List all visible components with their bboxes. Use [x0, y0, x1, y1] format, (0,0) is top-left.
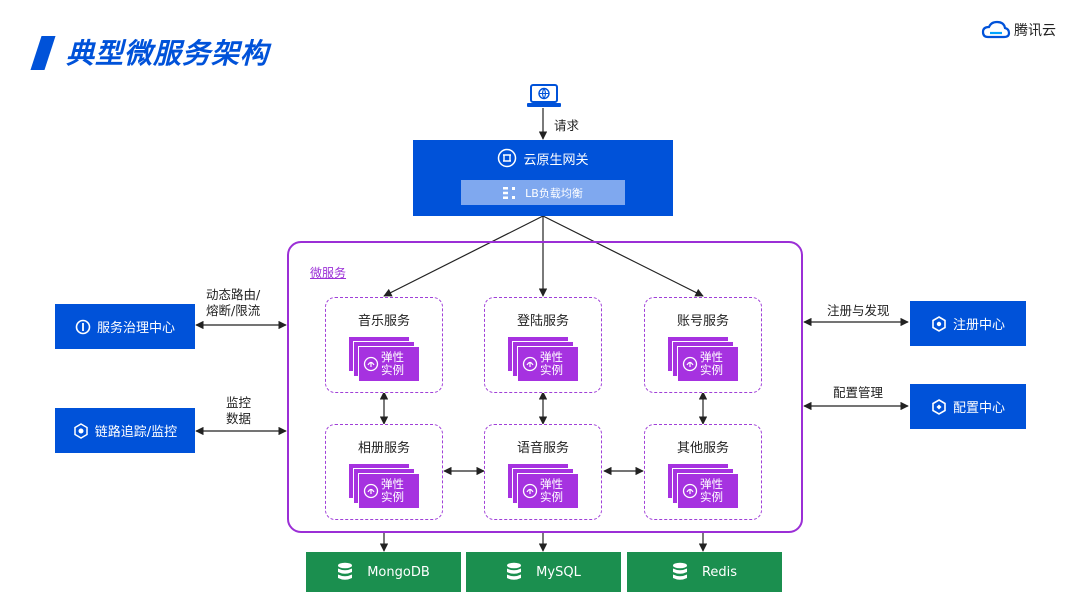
- instance-icon: [363, 356, 379, 372]
- database-icon: [338, 562, 353, 580]
- registry-label: 注册中心: [952, 318, 1005, 333]
- db-mysql[interactable]: MySQL: [466, 552, 621, 592]
- tracing-monitoring-center[interactable]: 链路追踪/监控: [55, 408, 195, 453]
- service-box-voice[interactable]: 语音服务 弹性实例: [484, 424, 602, 520]
- elastic-instance-stack: 弹性实例: [348, 463, 420, 511]
- brand-logo: 腾讯云: [981, 20, 1056, 40]
- registry-edge-label: 注册与发现: [827, 303, 890, 318]
- instance-label-line1: 弹性: [700, 477, 723, 491]
- governance-icon: [75, 319, 91, 334]
- instance-label-line2: 实例: [700, 363, 723, 377]
- database-icon: [507, 562, 522, 580]
- tracing-icon: [74, 422, 88, 439]
- instance-icon: [522, 483, 538, 499]
- lb-label: LB负载均衡: [525, 186, 583, 200]
- service-name: 账号服务: [676, 314, 729, 329]
- instance-label-line1: 弹性: [540, 350, 563, 364]
- gateway-title: 云原生网关: [523, 152, 589, 168]
- governance-label: 服务治理中心: [96, 321, 175, 336]
- config-center[interactable]: 配置中心: [910, 384, 1026, 429]
- page-title: 典型微服务架构: [66, 37, 270, 70]
- instance-label-line2: 实例: [381, 490, 404, 504]
- elastic-instance-stack: 弹性实例: [507, 463, 579, 511]
- request-label: 请求: [554, 118, 580, 133]
- config-edge-label: 配置管理: [833, 385, 884, 400]
- db-label: Redis: [701, 564, 738, 580]
- cloud-native-gateway[interactable]: 云原生网关 LB负载均衡: [413, 140, 673, 216]
- governance-edge-label: 动态路由/ 熔断/限流: [206, 287, 260, 319]
- microservices-label: 微服务: [310, 266, 347, 280]
- gateway-icon: [498, 148, 517, 168]
- service-box-login[interactable]: 登陆服务 弹性实例: [484, 297, 602, 393]
- service-name: 音乐服务: [357, 314, 410, 329]
- cloud-logo-icon: [981, 20, 1011, 39]
- lb-load-balancer[interactable]: LB负载均衡: [461, 180, 625, 205]
- service-box-account[interactable]: 账号服务 弹性实例: [644, 297, 762, 393]
- instance-label-line1: 弹性: [381, 350, 404, 364]
- instance-label-line2: 实例: [540, 363, 563, 377]
- governance-edge-line2: 熔断/限流: [206, 303, 261, 318]
- instance-label-line2: 实例: [381, 363, 404, 377]
- tracing-edge-line2: 数据: [226, 411, 252, 426]
- service-box-album[interactable]: 相册服务 弹性实例: [325, 424, 443, 520]
- gateway-title-row: 云原生网关: [413, 148, 673, 168]
- instance-icon: [522, 356, 538, 372]
- database-icon: [672, 562, 687, 580]
- config-label: 配置中心: [952, 401, 1005, 416]
- instance-icon: [682, 483, 698, 499]
- logo-text: 腾讯云: [1014, 23, 1056, 39]
- instance-label-line1: 弹性: [381, 477, 404, 491]
- registry-icon: [932, 315, 946, 332]
- elastic-instance-stack: 弹性实例: [667, 336, 739, 384]
- service-name: 其他服务: [676, 441, 729, 456]
- service-box-music[interactable]: 音乐服务 弹性实例: [325, 297, 443, 393]
- elastic-instance-stack: 弹性实例: [348, 336, 420, 384]
- lb-icon: [503, 186, 516, 199]
- gateway-to-account-arrow: [542, 215, 704, 297]
- service-name: 相册服务: [357, 441, 410, 456]
- instance-icon: [363, 483, 379, 499]
- tracing-edge-label: 监控 数据: [226, 395, 251, 427]
- governance-edge-line1: 动态路由/: [206, 287, 261, 302]
- db-label: MongoDB: [367, 564, 430, 580]
- tracing-label: 链路追踪/监控: [94, 425, 178, 440]
- service-governance-center[interactable]: 服务治理中心: [55, 304, 195, 349]
- instance-label-line2: 实例: [700, 490, 723, 504]
- elastic-instance-stack: 弹性实例: [507, 336, 579, 384]
- registry-center[interactable]: 注册中心: [910, 301, 1026, 346]
- db-redis[interactable]: Redis: [627, 552, 782, 592]
- instance-label-line2: 实例: [540, 490, 563, 504]
- gateway-to-music-arrow: [383, 215, 544, 297]
- laptop-globe-icon: [527, 84, 561, 112]
- instance-icon: [682, 356, 698, 372]
- microservices-frame: [287, 241, 803, 533]
- service-name: 登陆服务: [516, 314, 569, 329]
- service-box-other[interactable]: 其他服务 弹性实例: [644, 424, 762, 520]
- db-label: MySQL: [536, 564, 581, 580]
- config-icon: [932, 398, 946, 415]
- instance-label-line1: 弹性: [700, 350, 723, 364]
- tracing-edge-line1: 监控: [226, 395, 252, 410]
- instance-label-line1: 弹性: [540, 477, 563, 491]
- db-mongodb[interactable]: MongoDB: [306, 552, 461, 592]
- elastic-instance-stack: 弹性实例: [667, 463, 739, 511]
- service-name: 语音服务: [516, 441, 569, 456]
